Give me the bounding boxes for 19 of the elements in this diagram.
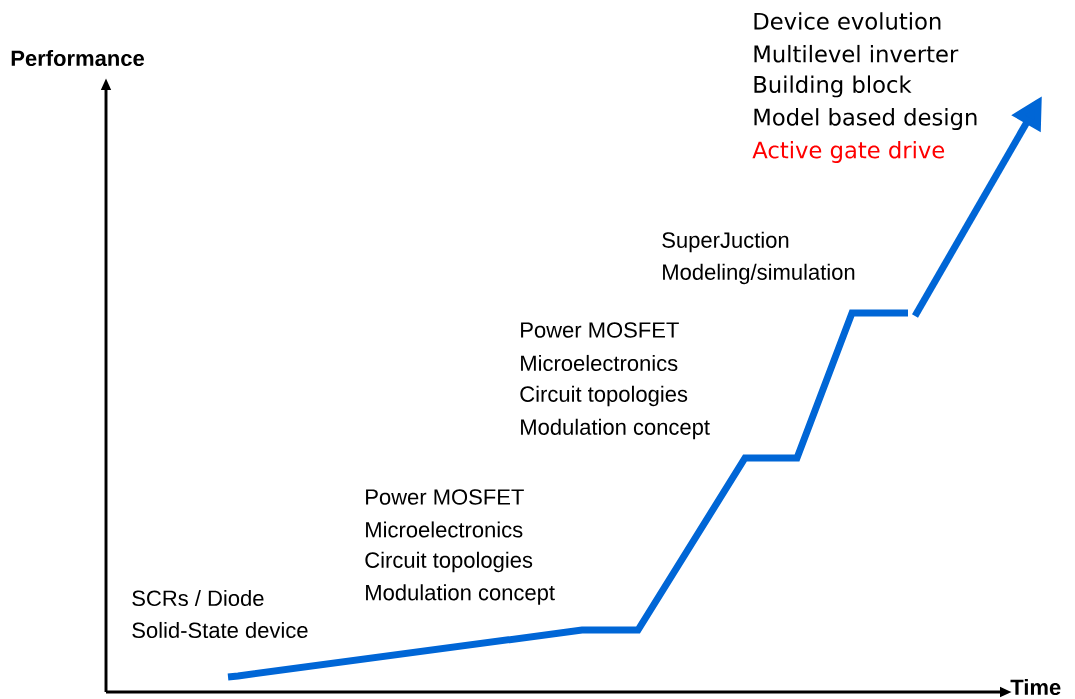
milestone-text: Building block	[754, 75, 912, 98]
milestone-text: Power MOSFET	[366, 489, 524, 505]
milestone-text: Multilevel inverter	[754, 44, 959, 63]
axis-label: Performance	[11, 49, 144, 67]
milestone-text: Modulation concept	[521, 418, 710, 440]
milestone-text: Circuit topologies	[365, 551, 533, 573]
milestone-text: Model based design	[754, 108, 977, 131]
milestone-text: Power MOSFET	[521, 322, 679, 338]
milestone-text: Microelectronics	[366, 521, 523, 538]
milestone-text: Modulation concept	[366, 584, 555, 605]
axis-label: Time	[1010, 678, 1061, 696]
milestone-text: Modeling/simulation	[663, 263, 855, 285]
milestone-text: SuperJuction	[662, 231, 789, 253]
milestone-text: Solid-State device	[132, 621, 308, 639]
milestone-text: Microelectronics	[521, 354, 678, 372]
milestone-text: SCRs / Diode	[132, 589, 264, 607]
milestone-text: Device evolution	[754, 12, 941, 30]
highlighted-milestone-text: Active gate drive	[752, 141, 945, 163]
milestone-text: Circuit topologies	[520, 385, 688, 407]
